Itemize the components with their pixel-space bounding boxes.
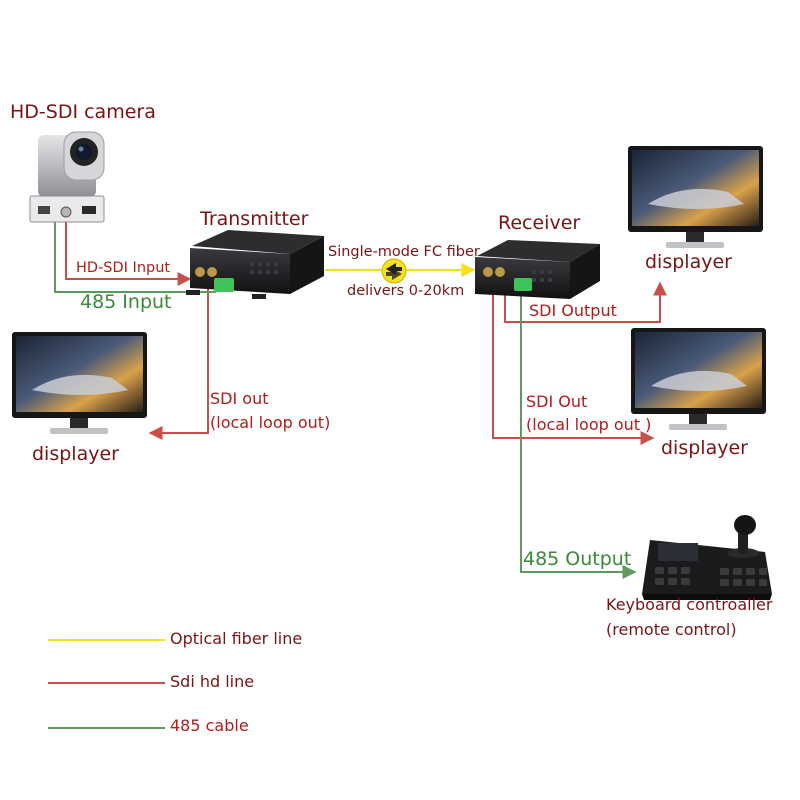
keyboard-label-line1: Keyboard controaller	[606, 595, 773, 614]
fiber-transmitter-icon	[186, 230, 324, 299]
displayer-label-left: displayer	[32, 443, 119, 465]
fiber-coupler-icon	[381, 258, 407, 284]
rs485-output-line	[520, 288, 637, 579]
transmitter-label: Transmitter	[200, 208, 309, 230]
displayer-label-top-right: displayer	[645, 251, 732, 273]
fiber-label-line1: Single-mode FC fiber	[328, 244, 480, 260]
rx-sdi-output-label: SDI Output	[529, 301, 617, 320]
rx-sdi-out-label-line1: SDI Out	[526, 392, 588, 411]
displayer-label-right: displayer	[661, 437, 748, 459]
monitor-icon	[12, 332, 147, 434]
rs485-output-label: 485 Output	[523, 548, 632, 570]
tx-sdi-out-label-line2: (local loop out)	[210, 413, 331, 432]
rx-sdi-output-line	[504, 281, 667, 323]
receiver-label: Receiver	[498, 212, 581, 234]
ptz-camera-icon	[29, 131, 105, 223]
rx-sdi-loop-out-line	[492, 285, 655, 445]
keyboard-controller-icon	[642, 515, 772, 600]
legend-fiber-label: Optical fiber line	[170, 629, 303, 648]
camera-label: HD-SDI camera	[10, 101, 156, 123]
hd-sdi-input-line	[65, 222, 192, 286]
hd-sdi-input-label: HD-SDI Input	[76, 260, 171, 276]
rs485-input-label: 485 Input	[80, 291, 172, 313]
tx-sdi-out-label-line1: SDI out	[210, 389, 269, 408]
monitor-icon	[631, 328, 766, 430]
monitor-icon	[628, 146, 763, 248]
rx-sdi-out-label-line2: (local loop out )	[526, 415, 652, 434]
legend-485-label: 485 cable	[170, 716, 249, 735]
fiber-receiver-icon	[475, 240, 600, 299]
legend-sdi-label: Sdi hd line	[170, 672, 255, 691]
tx-sdi-loop-out-line	[148, 288, 209, 440]
keyboard-label-line2: (remote control)	[606, 620, 737, 639]
fiber-label-line2: delivers 0-20km	[347, 283, 465, 299]
